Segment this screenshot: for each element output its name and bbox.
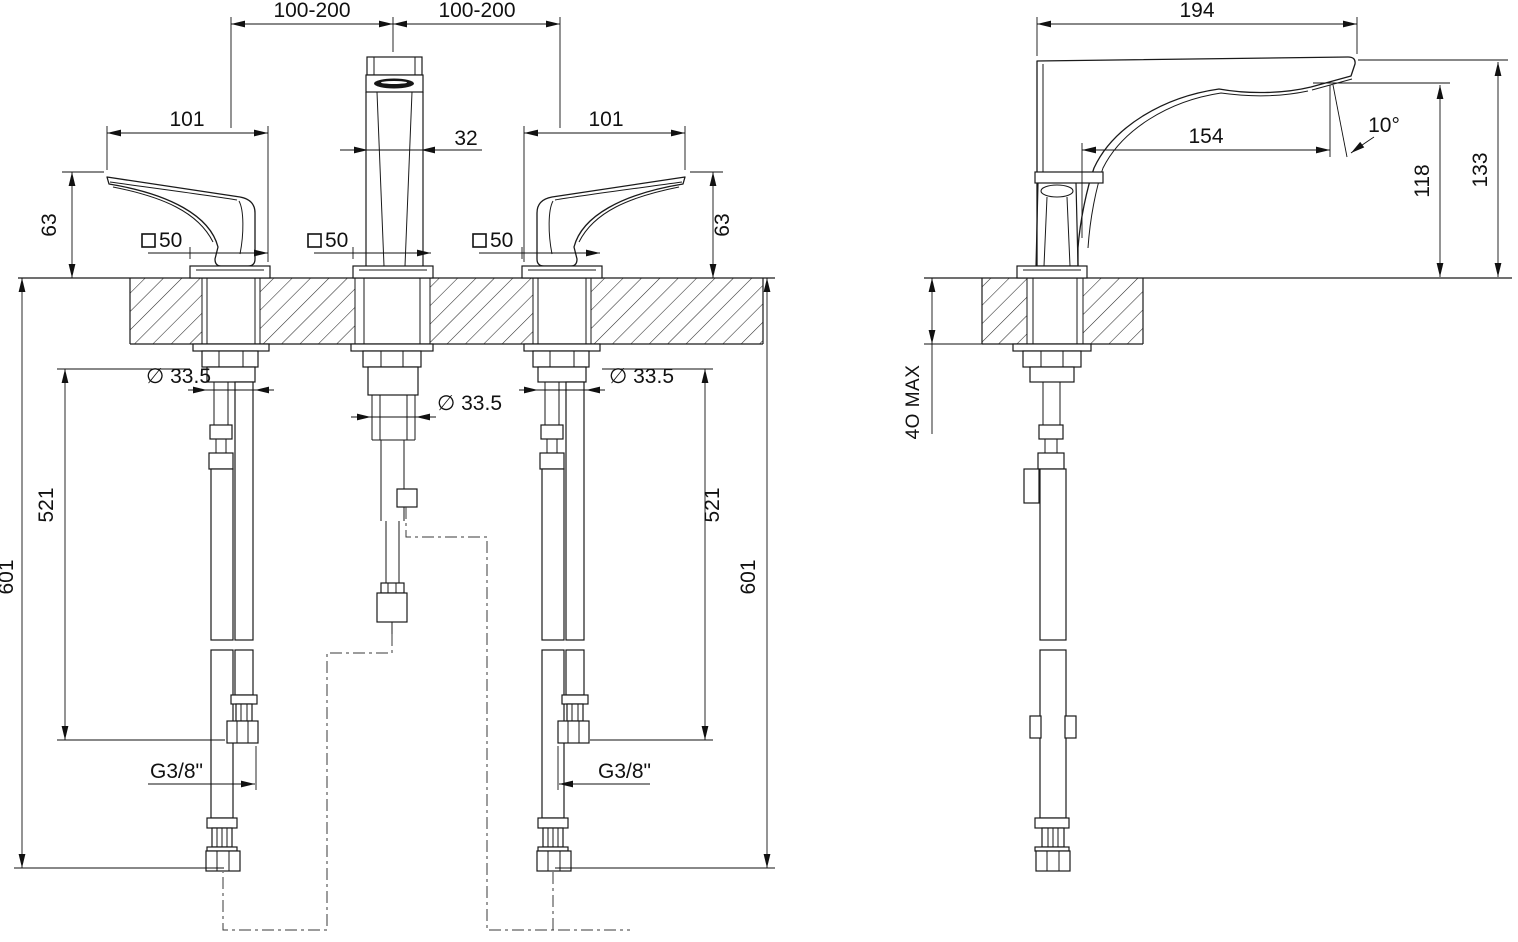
dim-label: 32 bbox=[454, 127, 477, 150]
dim-label: 194 bbox=[1179, 0, 1214, 22]
dim-spout-width: 32 bbox=[340, 127, 482, 154]
countertop-side bbox=[924, 277, 1512, 345]
spout-shank bbox=[367, 366, 419, 396]
mounting-nut bbox=[362, 350, 422, 368]
dim-handle-length-right: 101 bbox=[523, 108, 686, 262]
spout-profile bbox=[1036, 56, 1356, 267]
dim-label: ∅ 33.5 bbox=[609, 365, 674, 388]
square-symbol bbox=[472, 233, 487, 248]
dim-label: 63 bbox=[711, 213, 734, 236]
dim-label: 50 bbox=[325, 229, 348, 252]
dim-label: ∅ 33.5 bbox=[437, 392, 502, 415]
dim-handle-height-right: 63 bbox=[690, 171, 734, 278]
dim-label: 521 bbox=[701, 487, 724, 522]
spout-hose-lower bbox=[234, 649, 254, 696]
dim-hose-length-left: 521 bbox=[35, 368, 225, 741]
dim-label: 4O MAX bbox=[903, 365, 924, 440]
washer bbox=[1012, 343, 1092, 352]
dim-label: ∅ 33.5 bbox=[146, 365, 211, 388]
dim-square-center: 50 bbox=[307, 229, 431, 259]
washer bbox=[192, 343, 270, 352]
popup-rod-end bbox=[376, 592, 408, 623]
supply-hose-upper bbox=[210, 468, 234, 641]
dim-thread-left: G3/8" bbox=[148, 746, 257, 790]
dim-label: G3/8" bbox=[598, 760, 651, 783]
dim-diameter-center: ∅ 33.5 bbox=[351, 392, 502, 421]
dim-label: 521 bbox=[35, 487, 58, 522]
handle-escutcheon bbox=[189, 265, 271, 279]
side-view: 194 154 10° 118 133 bbox=[903, 0, 1512, 872]
hose-end-nut bbox=[1035, 850, 1071, 872]
dim-overall-length-right: 601 bbox=[555, 278, 775, 869]
washer bbox=[350, 343, 434, 352]
dim-label: 10° bbox=[1368, 114, 1400, 137]
dim-overall-length-left: 601 bbox=[0, 278, 224, 869]
spout-escutcheon bbox=[352, 265, 434, 279]
dim-label: 601 bbox=[737, 559, 760, 594]
shank bbox=[1029, 366, 1075, 383]
dim-square-left: 50 bbox=[141, 229, 268, 259]
countertop-front bbox=[18, 277, 775, 345]
spout-cap bbox=[366, 56, 423, 76]
spout-hose-end-nut bbox=[226, 720, 259, 744]
dim-diameter-right: ∅ 33.5 bbox=[519, 365, 674, 394]
dim-diameter-left: ∅ 33.5 bbox=[146, 365, 274, 394]
dim-stream-angle: 10° bbox=[1332, 84, 1400, 158]
square-symbol bbox=[141, 233, 156, 248]
side-dimensions: 194 154 10° 118 133 bbox=[903, 0, 1508, 439]
spout-hose-upper bbox=[234, 381, 254, 641]
dim-label: 50 bbox=[490, 229, 513, 252]
valve-assembly-right-below-deck bbox=[523, 343, 601, 872]
spout-escutcheon-side bbox=[1016, 265, 1088, 279]
dim-label: 101 bbox=[588, 108, 623, 131]
dim-handle-length-left: 101 bbox=[106, 108, 269, 262]
dim-thread-right: G3/8" bbox=[557, 746, 651, 790]
dim-handle-height-left: 63 bbox=[38, 171, 104, 278]
hose-clip bbox=[1029, 715, 1042, 739]
spout-cap-side bbox=[1034, 171, 1104, 184]
spout-front bbox=[352, 56, 434, 279]
valve-shank bbox=[206, 366, 256, 383]
dim-label: 63 bbox=[38, 213, 61, 236]
handle-right-front bbox=[521, 176, 686, 279]
hose-clip bbox=[1023, 468, 1040, 504]
popup-linkage-routing bbox=[222, 507, 630, 931]
dim-label: G3/8" bbox=[150, 760, 203, 783]
hose-lower bbox=[1039, 649, 1067, 819]
dim-label: 133 bbox=[1469, 152, 1492, 187]
dim-label: 100-200 bbox=[273, 0, 350, 22]
dim-label: 100-200 bbox=[438, 0, 515, 22]
dim-spout-reach: 154 bbox=[1081, 85, 1331, 238]
supply-hose-end-nut bbox=[205, 850, 241, 872]
hose-upper bbox=[1039, 468, 1067, 641]
dim-hose-length-right: 521 bbox=[590, 368, 724, 741]
dim-label: 50 bbox=[159, 229, 182, 252]
dim-square-right: 50 bbox=[472, 229, 600, 259]
dim-overall-height: 133 bbox=[1358, 59, 1508, 277]
dim-outlet-height: 118 bbox=[1313, 82, 1450, 277]
square-symbol bbox=[307, 233, 322, 248]
dim-spout-projection: 194 bbox=[1036, 0, 1358, 56]
valve-assembly-left-below-deck bbox=[192, 343, 270, 872]
dim-label: 154 bbox=[1188, 125, 1223, 148]
hose-clip bbox=[1064, 715, 1077, 739]
front-dimensions: 100-200 100-200 101 101 63 bbox=[0, 0, 775, 869]
dim-spacing-right: 100-200 bbox=[393, 0, 561, 128]
popup-adjuster-block bbox=[396, 488, 418, 508]
mounting-nut bbox=[1022, 350, 1082, 368]
dim-deck-thickness-max: 4O MAX bbox=[903, 278, 984, 439]
dim-label: 601 bbox=[0, 559, 18, 594]
spout-assembly-side-below-deck bbox=[1012, 343, 1092, 872]
front-view: 100-200 100-200 101 101 63 bbox=[0, 0, 775, 931]
spout-side bbox=[1016, 56, 1356, 279]
dim-label: 118 bbox=[1411, 164, 1434, 197]
spout-oval-side bbox=[1040, 184, 1074, 198]
spout-assembly-below-deck bbox=[350, 343, 434, 634]
handle-left-front bbox=[106, 176, 271, 279]
dim-label: 101 bbox=[169, 108, 204, 131]
